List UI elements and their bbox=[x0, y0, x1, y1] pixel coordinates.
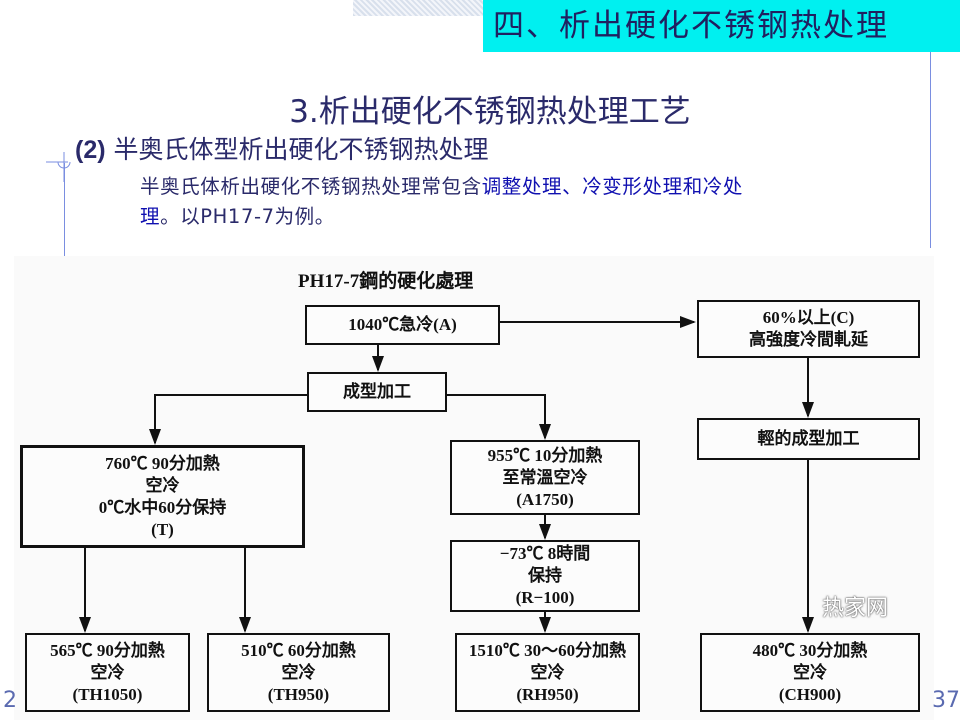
box-a1750: 955℃ 10分加熱至常溫空冷(A1750) bbox=[450, 440, 640, 515]
box-line: 空冷 bbox=[145, 475, 180, 495]
subheading-number: (2) bbox=[75, 136, 106, 164]
box-line: 空冷 bbox=[530, 662, 565, 682]
paragraph-line-1: 半奥氏体析出硬化不锈钢热处理常包含调整处理、冷变形处理和冷处 bbox=[140, 170, 743, 199]
box-ch900: 480℃ 30分加熱空冷(CH900) bbox=[700, 633, 920, 712]
right-divider bbox=[930, 52, 931, 248]
para-highlight: 调整处理、冷变形处理和冷处 bbox=[481, 175, 744, 198]
slide-title: 3.析出硬化不锈钢热处理工艺 bbox=[289, 94, 691, 130]
paragraph-line-2: 理。以PH17-7为例。 bbox=[140, 200, 335, 229]
box-line: 565℃ 90分加熱 bbox=[50, 640, 165, 660]
box-line: 760℃ 90分加熱 bbox=[105, 453, 220, 473]
box-rh950: 1510℃ 30～60分加熱空冷(RH950) bbox=[455, 633, 640, 712]
box-line: 955℃ 10分加熱 bbox=[487, 445, 603, 465]
left-divider bbox=[64, 163, 65, 258]
box-line: (TH950) bbox=[267, 684, 330, 704]
box-r100: −73℃ 8時間保持 (R−100) bbox=[450, 540, 640, 612]
box-line: 510℃ 60分加熱 bbox=[241, 640, 356, 660]
box-light-forming: 輕的成型加工 bbox=[697, 418, 920, 460]
box-line: 保持 bbox=[528, 566, 562, 585]
box-th950: 510℃ 60分加熱空冷(TH950) bbox=[207, 633, 390, 712]
box-line: 空冷 bbox=[281, 662, 316, 682]
box-line: 1510℃ 30～60分加熱 bbox=[468, 640, 627, 660]
box-line: 高強度冷間軋延 bbox=[749, 330, 868, 349]
subheading: (2) 半奥氏体型析出硬化不锈钢热处理 bbox=[75, 130, 489, 166]
box-line: 空冷 bbox=[90, 662, 125, 682]
box-line: (R−100) bbox=[515, 588, 575, 607]
box-line: (T) bbox=[151, 519, 174, 539]
box-th1050: 565℃ 90分加熱空冷(TH1050) bbox=[25, 633, 190, 712]
box-line: 0℃水中60分保持 bbox=[98, 497, 227, 517]
para-text: 半奥氏体析出硬化不锈钢热处理常包含 bbox=[140, 175, 482, 198]
box-line: (TH1050) bbox=[72, 684, 143, 704]
arrow-forming-to-a1750 bbox=[447, 394, 551, 440]
box-line: (CH900) bbox=[778, 684, 842, 704]
box-line: 輕的成型加工 bbox=[757, 429, 860, 448]
box-line: −73℃ 8時間 bbox=[499, 544, 591, 563]
box-line: 480℃ 30分加熱 bbox=[752, 640, 868, 660]
page-footer-left: 2 bbox=[3, 688, 17, 713]
box-c: 60%以上(C) 高強度冷間軋延 bbox=[697, 300, 920, 358]
box-line: 空冷 bbox=[793, 662, 827, 682]
header-pattern bbox=[353, 0, 483, 16]
box-line: (A1750) bbox=[516, 489, 574, 509]
para-highlight: 理 bbox=[140, 205, 161, 228]
section-header: 四、析出硬化不锈钢热处理 bbox=[483, 0, 960, 52]
watermark: 热家网 bbox=[822, 596, 889, 621]
page-number: 37 bbox=[932, 688, 960, 713]
arrow-forming-to-t bbox=[149, 394, 307, 445]
diagram-title: PH17-7鋼的硬化處理 bbox=[298, 271, 474, 292]
box-a: 1040℃急冷(A) bbox=[305, 305, 500, 345]
subheading-text: 半奥氏体型析出硬化不锈钢热处理 bbox=[113, 135, 489, 164]
para-text: 。以PH17-7为例。 bbox=[160, 205, 335, 228]
box-forming: 成型加工 bbox=[307, 372, 447, 412]
bullet-ornament-icon bbox=[46, 152, 71, 182]
box-line: 至常溫空冷 bbox=[502, 467, 588, 487]
box-line: 成型加工 bbox=[343, 382, 411, 401]
box-line: 60%以上(C) bbox=[762, 308, 855, 327]
box-line: 1040℃急冷(A) bbox=[348, 315, 457, 334]
box-line: (RH950) bbox=[516, 684, 579, 704]
